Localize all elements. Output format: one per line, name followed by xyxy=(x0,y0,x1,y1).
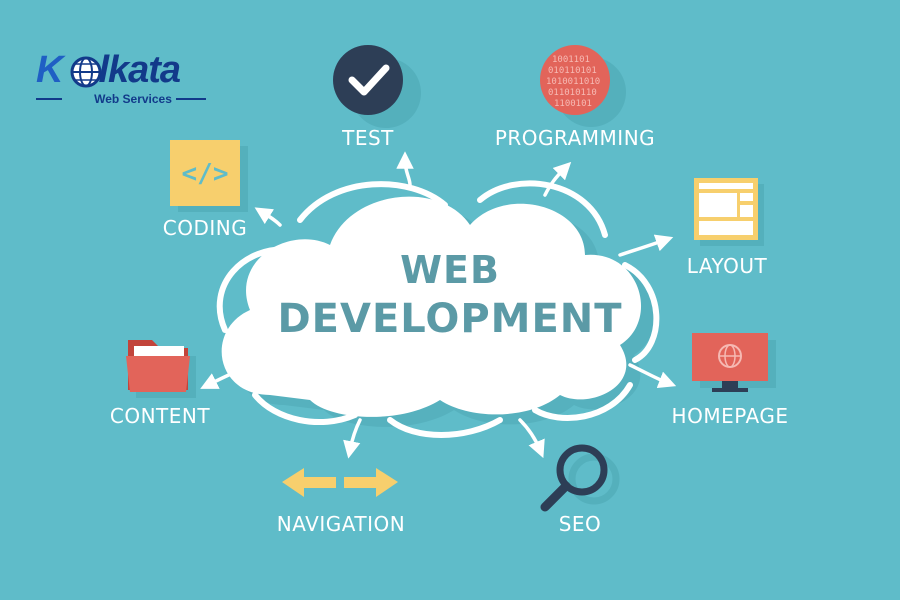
node-label-coding: CODING xyxy=(162,216,248,240)
magnifier-icon xyxy=(540,444,620,512)
logo-wordmark: lkata xyxy=(98,48,181,91)
node-label-content: CONTENT xyxy=(109,404,211,428)
left-right-arrows-icon xyxy=(282,468,398,497)
arrow-to-content xyxy=(200,368,242,389)
check-circle-icon xyxy=(333,45,421,128)
node-label-programming: PROGRAMMING xyxy=(494,126,656,150)
svg-text:1010011010: 1010011010 xyxy=(546,77,600,87)
company-logo: K lkata xyxy=(36,46,181,94)
arrow-to-seo xyxy=(518,418,545,459)
cloud-body xyxy=(221,196,642,417)
node-label-navigation: NAVIGATION xyxy=(276,512,406,536)
arrow-to-programming xyxy=(543,161,572,197)
page-layout-icon xyxy=(694,178,764,246)
center-title-line2: DEVELOPMENT xyxy=(277,296,623,342)
arrow-to-test xyxy=(396,151,414,187)
svg-text:</>: </> xyxy=(182,159,229,189)
connector-arrows xyxy=(200,151,677,459)
monitor-globe-icon xyxy=(692,333,776,392)
logo-letter-k: K xyxy=(36,48,63,91)
node-label-layout: LAYOUT xyxy=(686,254,768,278)
center-title-line1: WEB xyxy=(400,248,500,292)
node-label-seo: SEO xyxy=(558,512,602,536)
code-brackets-icon: </> xyxy=(170,140,248,212)
logo-subtitle: Web Services xyxy=(94,92,172,106)
node-label-homepage: HOMEPAGE xyxy=(671,404,789,428)
folder-icon xyxy=(126,340,196,398)
svg-text:1100101: 1100101 xyxy=(554,99,592,109)
svg-text:010110101: 010110101 xyxy=(548,66,597,76)
arrow-to-homepage xyxy=(628,363,677,389)
arrow-to-coding xyxy=(254,207,282,227)
svg-text:1001101: 1001101 xyxy=(552,55,590,65)
binary-code-icon: 1001101 010110101 1010011010 011010110 1… xyxy=(540,45,626,127)
arrow-to-layout xyxy=(618,234,674,257)
logo-globe-icon xyxy=(70,56,102,88)
arrow-to-navigation xyxy=(343,418,362,459)
node-label-test: TEST xyxy=(342,126,394,150)
svg-text:011010110: 011010110 xyxy=(548,88,597,98)
